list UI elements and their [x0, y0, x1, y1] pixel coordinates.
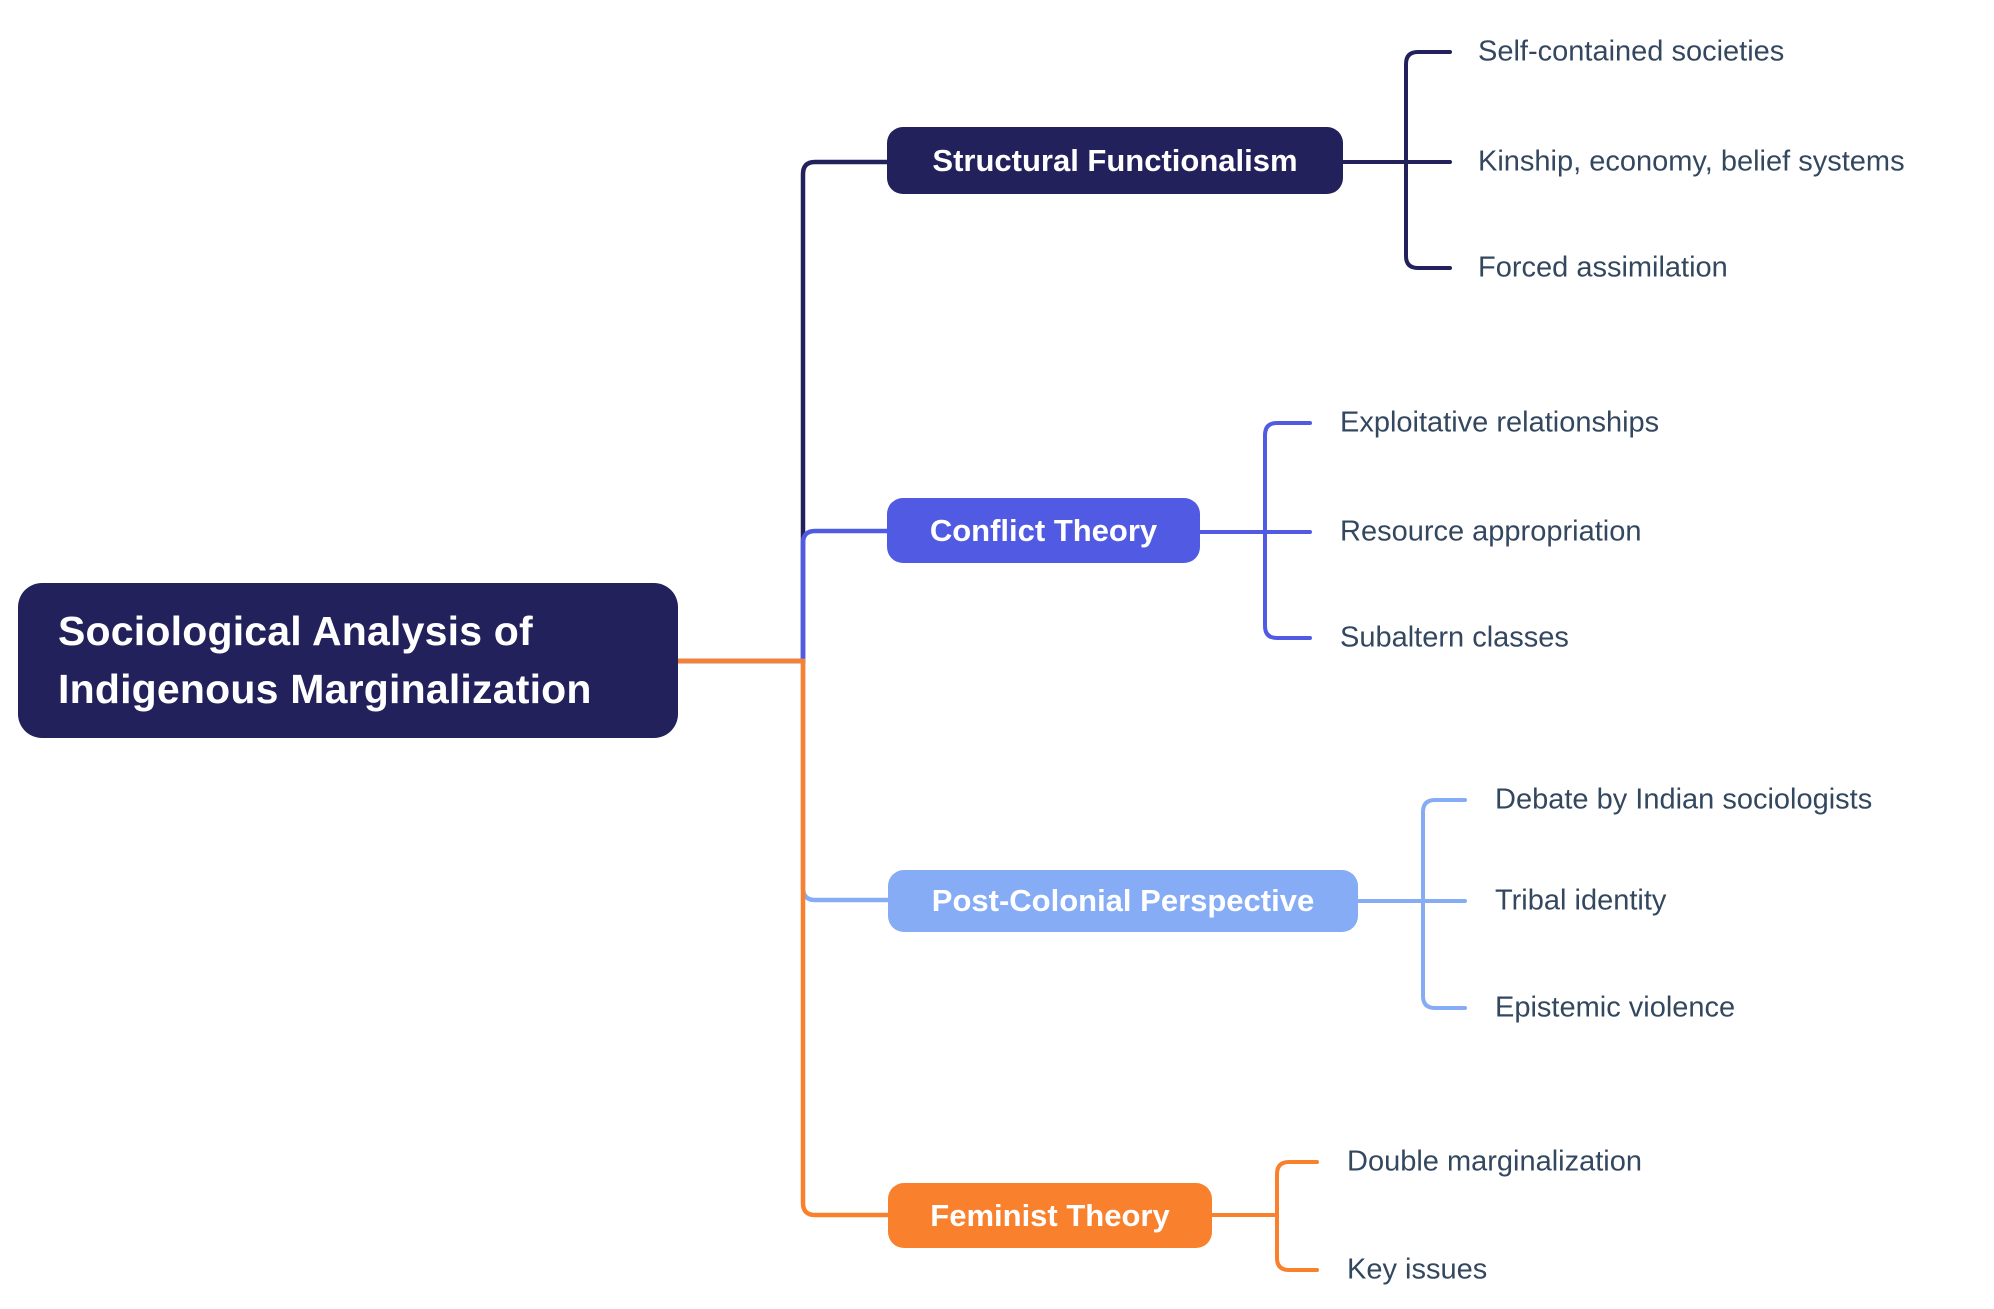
bracket-conflict-theory: [1198, 421, 1312, 640]
root-title-line-1: Sociological Analysis of: [58, 608, 533, 655]
connector-feminist-theory: [675, 658, 891, 1218]
branch-node-feminist-theory[interactable]: Feminist Theory: [888, 1183, 1212, 1248]
connector-structural-functionalism: [675, 159, 890, 664]
root-node[interactable]: Sociological Analysis of Indigenous Marg…: [18, 583, 678, 738]
branch-label: Structural Functionalism: [932, 142, 1298, 178]
branch-label: Post-Colonial Perspective: [931, 883, 1315, 918]
branch-node-conflict-theory[interactable]: Conflict Theory: [887, 498, 1200, 563]
branch-label: Feminist Theory: [930, 1197, 1170, 1233]
leaf-double-marginalization[interactable]: Double marginalization: [1347, 1145, 1642, 1178]
bracket-structural-functionalism: [1341, 50, 1452, 270]
leaf-resource-appropriation[interactable]: Resource appropriation: [1340, 515, 1642, 548]
branch-label: Conflict Theory: [929, 512, 1158, 548]
bracket-feminist-theory: [1210, 1160, 1319, 1272]
leaf-exploitative-relationships[interactable]: Exploitative relationships: [1340, 406, 1660, 439]
bracket-post-colonial: [1356, 798, 1467, 1010]
leaf-tribal-identity[interactable]: Tribal identity: [1495, 884, 1667, 917]
leaf-subaltern-classes[interactable]: Subaltern classes: [1340, 621, 1569, 654]
connector-conflict-theory: [675, 528, 890, 664]
connector-post-colonial: [675, 658, 891, 903]
leaf-key-issues[interactable]: Key issues: [1347, 1253, 1488, 1286]
leaf-epistemic-violence[interactable]: Epistemic violence: [1495, 991, 1736, 1024]
leaf-kinship-economy-belief-systems[interactable]: Kinship, economy, belief systems: [1478, 145, 1905, 178]
leaf-self-contained-societies[interactable]: Self-contained societies: [1478, 35, 1785, 68]
branch-node-structural-functionalism[interactable]: Structural Functionalism: [887, 127, 1343, 194]
leaf-forced-assimilation[interactable]: Forced assimilation: [1478, 251, 1728, 284]
leaf-debate-by-indian-sociologists[interactable]: Debate by Indian sociologists: [1495, 783, 1873, 816]
branch-node-post-colonial-perspective[interactable]: Post-Colonial Perspective: [888, 870, 1358, 932]
root-title-line-2: Indigenous Marginalization: [58, 665, 592, 712]
